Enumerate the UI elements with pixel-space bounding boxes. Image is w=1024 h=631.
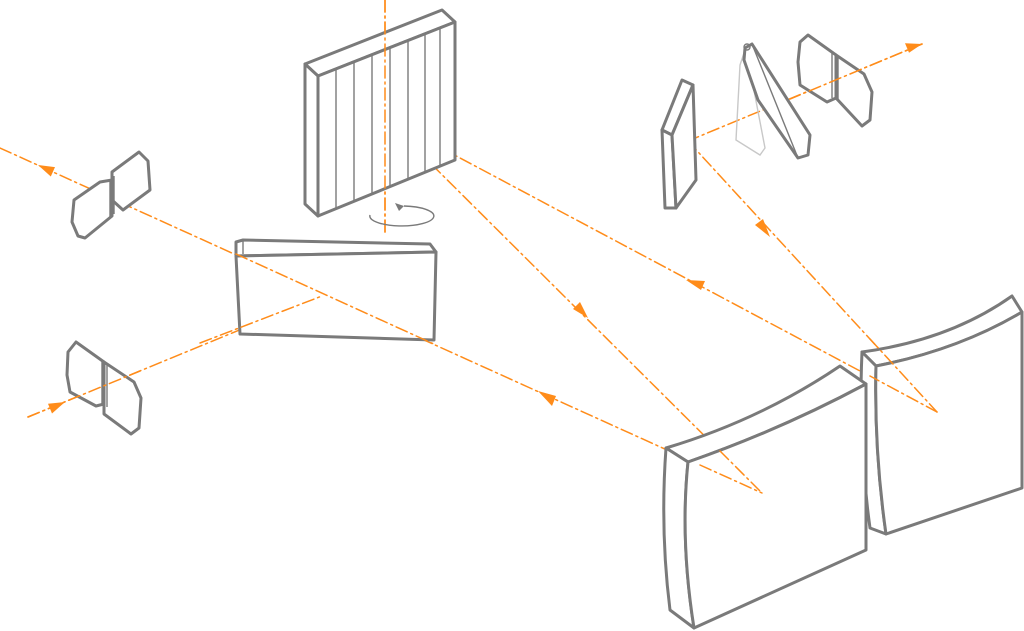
beam-through-lens-bottom [27, 370, 141, 418]
arrow-toward-grating [686, 280, 705, 290]
plate-front-face [234, 250, 438, 342]
grating-grooves [335, 28, 441, 208]
entrance-slit [735, 42, 812, 160]
beam-onto-mirror-front-b [719, 450, 763, 494]
lens-right-top [796, 33, 874, 128]
arrow-grating-to-front [573, 302, 588, 318]
slit-blade [742, 42, 812, 160]
arrow-output-top [38, 165, 55, 177]
lens-left-bottom [65, 340, 143, 436]
fold-mirror-front [670, 83, 698, 210]
lens-left-top [70, 150, 152, 240]
arrow-output-bottom [48, 402, 65, 414]
lens-rt-front [834, 53, 874, 128]
lens-lb-front [102, 360, 143, 436]
diffraction-grating [303, 0, 457, 233]
lens-lt-back [110, 150, 152, 212]
beam-out-of-plate [199, 295, 323, 344]
grating-side-face [303, 62, 320, 218]
lens-lt-front [70, 178, 114, 240]
beam-onto-mirror-right [869, 338, 938, 413]
rotation-arrow-icon [369, 203, 435, 227]
beam-through-lens-right [789, 43, 923, 100]
beam-mirror-right-to-grating [384, 117, 938, 413]
beam-off-mirror-right [869, 375, 938, 413]
concave-mirror-front [662, 364, 868, 630]
arrow-fold-down [755, 219, 770, 237]
lens-lb-back [65, 340, 106, 408]
fold-mirror [660, 78, 698, 210]
mirror-front-front [683, 382, 868, 630]
beam-onto-mirror-front-a [699, 464, 763, 494]
beam-through-plate [235, 253, 437, 346]
beamsplitter-plate [234, 238, 438, 342]
beam-grating-to-mirror-front [384, 117, 763, 494]
grating-front-face [316, 20, 457, 218]
beam-fold-to-mirror-right [687, 140, 938, 413]
lens-rt-back [796, 33, 838, 104]
arrow-front-to-left [538, 391, 556, 406]
concave-mirror-right [859, 294, 1024, 536]
slit-outline-ghost [735, 49, 766, 156]
mirror-right-front [874, 310, 1024, 536]
